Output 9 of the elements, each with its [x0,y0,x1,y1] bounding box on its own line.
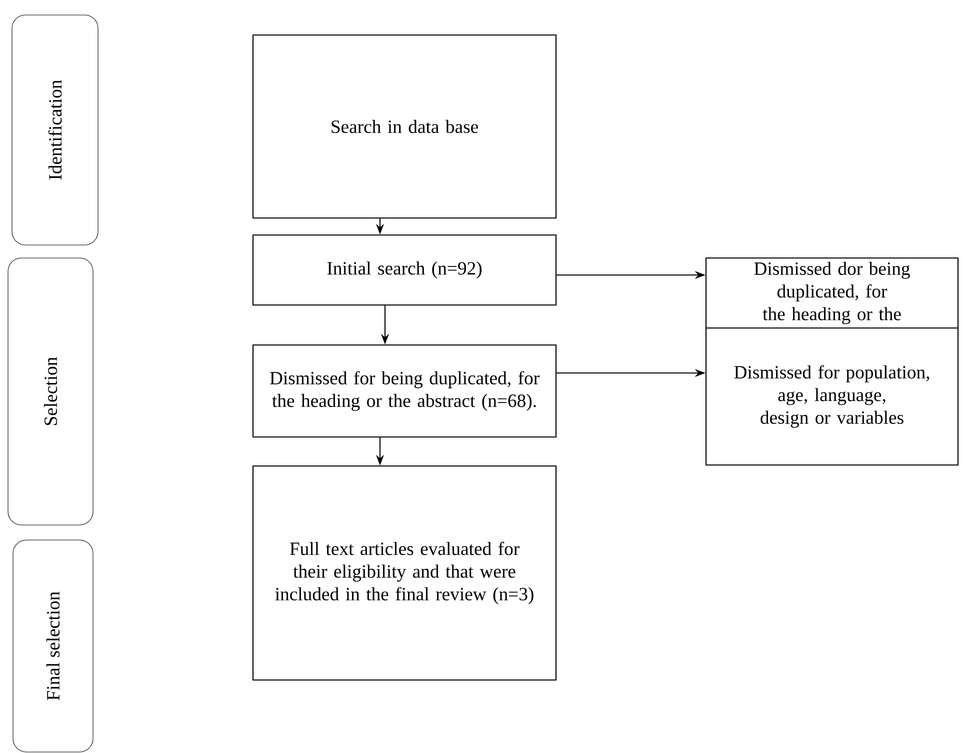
stage-label: Selection [8,258,94,526]
process-box: Full text articles evaluated for their eligibility and that were included in the final review (n=3) [252,465,557,681]
process-box: Initial search (n=92) [252,234,557,306]
stage-label: Identification [12,14,98,246]
process-box: Dismissed dor being duplicated, for the heading or the [705,257,959,329]
process-box: Dismissed for being duplicated, for the heading or the abstract (n=68). [252,344,557,438]
process-box: Dismissed for population, age, language, design or variables [705,327,959,466]
stage-label: Final selection [12,540,94,752]
process-box: Search in data base [252,34,557,219]
